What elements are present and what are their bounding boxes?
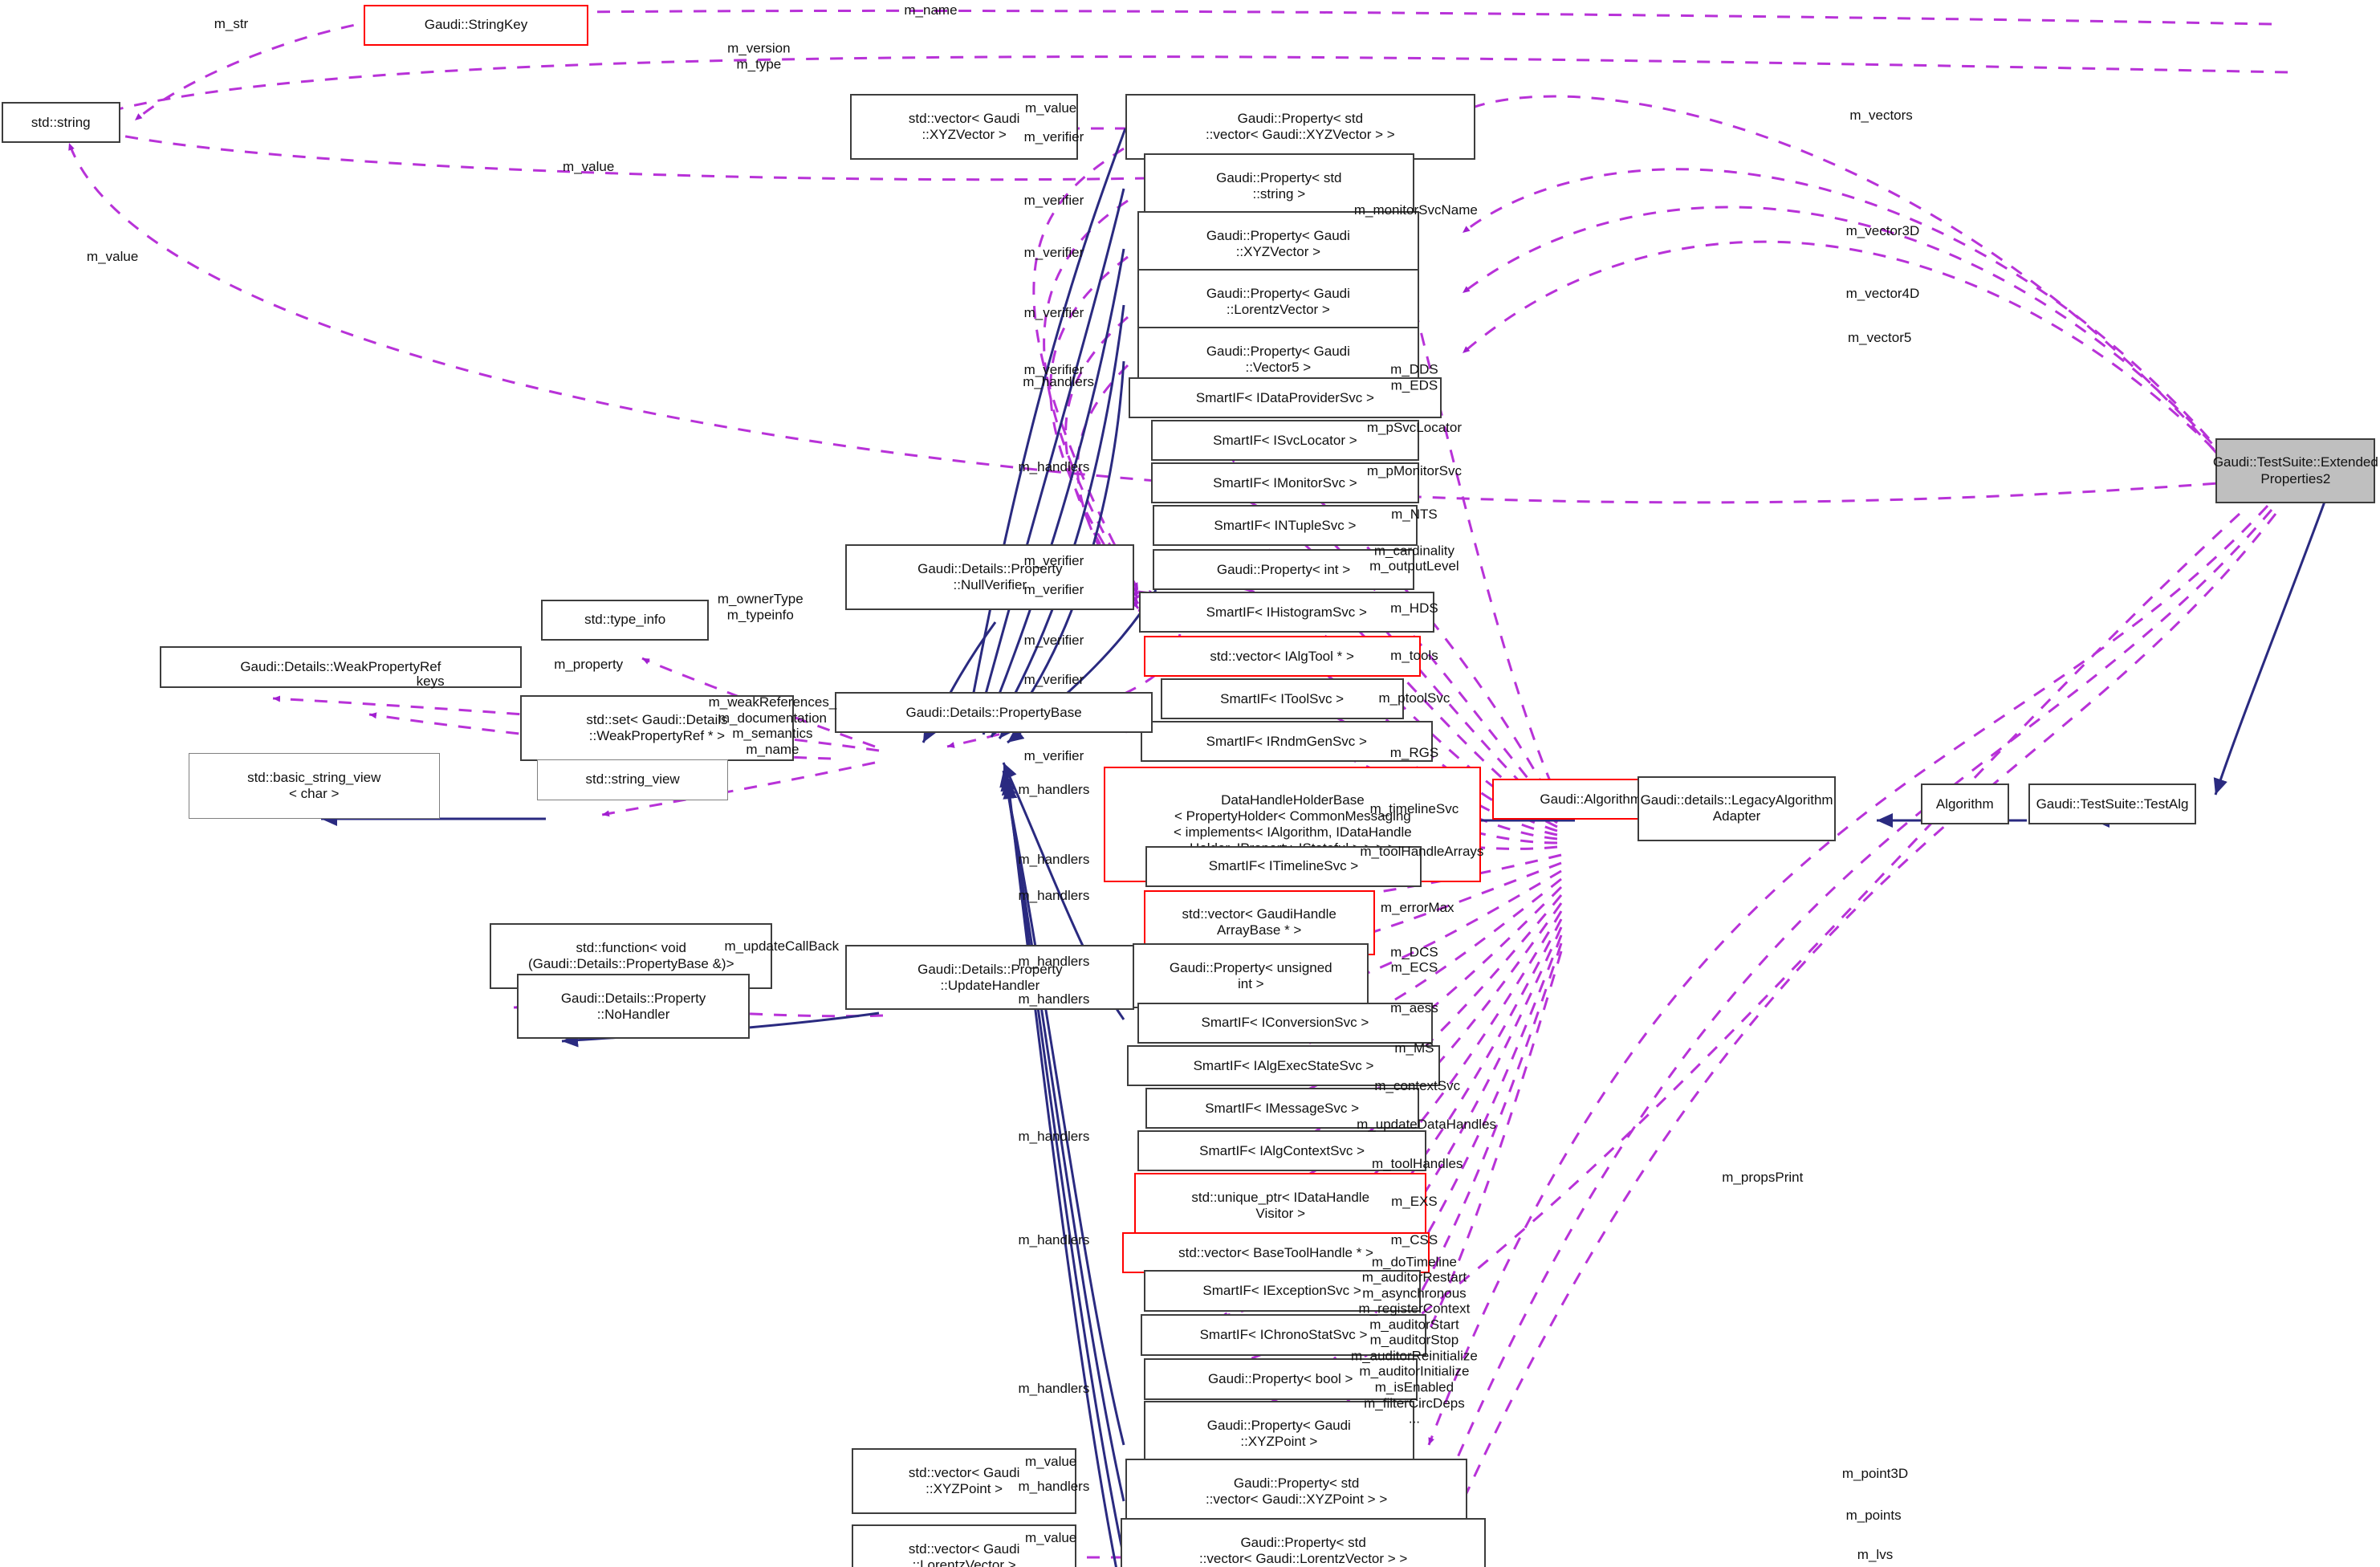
class-node-string_view[interactable]: std::string_view: [536, 759, 729, 800]
edge-label-m_handlers_5: m_handlers: [1018, 953, 1090, 969]
edge-label-m_verifier_9: m_verifier: [1023, 748, 1084, 764]
class-node-prop_lorentz[interactable]: Gaudi::Property< Gaudi ::LorentzVector >: [1137, 269, 1419, 335]
class-node-typeinfo[interactable]: std::type_info: [541, 599, 709, 641]
edge-label-m_dotimeline: m_doTimeline m_auditorRestart m_asynchro…: [1351, 1254, 1478, 1427]
edge-label-m_updatecb: m_updateCallBack: [724, 938, 840, 954]
class-node-algorithm[interactable]: Algorithm: [1920, 784, 2009, 825]
edge-label-m_weakrefs: m_weakReferences_ m_documentation m_sema…: [708, 694, 837, 757]
edge-label-m_monitorname: m_monitorSvcName: [1353, 201, 1478, 218]
class-node-prop_vec_lorentz[interactable]: Gaudi::Property< std ::vector< Gaudi::Lo…: [1121, 1518, 1486, 1567]
edge-label-m_pmonitor: m_pMonitorSvc: [1366, 463, 1462, 479]
edge-label-m_value_lv: m_value: [1025, 1530, 1077, 1546]
edge-label-m_handlers_0: m_handlers: [1023, 373, 1095, 389]
class-node-prop_xyzvector[interactable]: Gaudi::Property< Gaudi ::XYZVector >: [1137, 211, 1419, 277]
edge-label-m_ms: m_MS: [1394, 1040, 1434, 1056]
edge-label-m_vector4d: m_vector4D: [1845, 285, 1920, 301]
edge-label-m_handlers_pt: m_handlers: [1018, 1478, 1090, 1494]
edge-label-m_verifier_8: m_verifier: [1023, 672, 1084, 688]
edge-label-m_psvcloc: m_pSvcLocator: [1366, 419, 1462, 435]
edge-label-m_verifier_2: m_verifier: [1023, 244, 1084, 260]
edge-label-m_value_1: m_value: [563, 159, 615, 175]
edge-label-m_hds: m_HDS: [1390, 600, 1438, 617]
edge-label-m_str: m_str: [214, 16, 249, 32]
edge-label-m_handlers_7: m_handlers: [1018, 1128, 1090, 1144]
class-node-nullverifier[interactable]: Gaudi::Details::Property ::NullVerifier: [845, 544, 1135, 610]
edge-label-m_version: m_version m_type: [727, 40, 791, 72]
edge-label-m_value_3: m_value: [1025, 100, 1077, 116]
class-node-stringkey[interactable]: Gaudi::StringKey: [363, 4, 589, 46]
class-node-extprops2[interactable]: Gaudi::TestSuite::Extended Properties2: [2213, 438, 2378, 504]
edge-label-m_updatedata: m_updateDataHandles: [1357, 1116, 1497, 1132]
edge-label-m_verifier_6: m_verifier: [1023, 582, 1084, 598]
edge-label-m_timelinesvc: m_timelineSvc: [1369, 801, 1459, 817]
class-node-basic_string_view[interactable]: std::basic_string_view < char >: [188, 753, 440, 819]
edge-label-m_lvs: m_lvs: [1857, 1547, 1894, 1563]
edge-label-m_tools: m_tools: [1390, 648, 1438, 664]
edge-label-m_aess: m_aess: [1390, 1000, 1438, 1016]
edge-label-m_verifier_5: m_verifier: [1023, 553, 1084, 569]
edge-label-m_value_2: m_value: [87, 249, 139, 265]
edge-label-m_cardinality: m_cardinality m_outputLevel: [1369, 542, 1459, 574]
edge-label-m_vector3d: m_vector3D: [1845, 223, 1920, 239]
class-node-propertybase[interactable]: Gaudi::Details::PropertyBase: [835, 692, 1153, 734]
edge-label-m_errormax: m_errorMax: [1380, 900, 1454, 916]
edge-label-m_contextsvc: m_contextSvc: [1374, 1078, 1461, 1094]
edge-label-m_handlers_9: m_handlers: [1018, 1381, 1090, 1397]
edge-label-m_handlers_2: m_handlers: [1018, 781, 1090, 797]
edge-label-m_verifier_1: m_verifier: [1023, 193, 1084, 209]
class-node-testalg[interactable]: Gaudi::TestSuite::TestAlg: [2028, 784, 2196, 825]
edge-label-m_handlers_4: m_handlers: [1018, 888, 1090, 904]
edge-label-m_handlers_1: m_handlers: [1018, 459, 1090, 475]
class-node-legacyadapter[interactable]: Gaudi::details::LegacyAlgorithm Adapter: [1638, 775, 1836, 841]
class-node-weakpropref[interactable]: Gaudi::Details::WeakPropertyRef: [159, 646, 522, 688]
edge-label-m_toolhandlearrays: m_toolHandleArrays: [1360, 844, 1484, 860]
edge-label-m_exs: m_EXS: [1391, 1194, 1438, 1210]
class-node-updatehandler[interactable]: Gaudi::Details::Property ::UpdateHandler: [845, 944, 1135, 1011]
edge-label-m_vectors: m_vectors: [1849, 108, 1913, 124]
edge-label-m_css: m_CSS: [1390, 1231, 1438, 1247]
class-node-sif_intuple[interactable]: SmartIF< INTupleSvc >: [1153, 505, 1418, 547]
edge-label-m_name_top: m_name: [904, 2, 958, 18]
class-node-prop_vec_xyzpt[interactable]: Gaudi::Property< std ::vector< Gaudi::XY…: [1125, 1459, 1468, 1524]
edge-label-m_point3d: m_point3D: [1841, 1466, 1909, 1482]
edge-label-m_dds: m_DDS m_EDS: [1390, 361, 1438, 393]
class-node-vec_ialgtool[interactable]: std::vector< IAlgTool * >: [1143, 636, 1421, 678]
edge-label-m_handlers_8: m_handlers: [1018, 1231, 1090, 1247]
edge-label-m_dcs: m_DCS m_ECS: [1390, 944, 1438, 975]
edge-label-m_rgs: m_RGS: [1389, 745, 1439, 761]
class-node-prop_vec_xyzvec[interactable]: Gaudi::Property< std ::vector< Gaudi::XY…: [1125, 94, 1475, 160]
class-node-stdstring[interactable]: std::string: [1, 101, 120, 144]
edge-label-m_ptoolsvc: m_ptoolSvc: [1378, 690, 1450, 706]
edge-label-m_verifier_0: m_verifier: [1023, 128, 1084, 144]
class-node-prop_uint[interactable]: Gaudi::Property< unsigned int >: [1133, 942, 1369, 1009]
edge-label-m_verifier_7: m_verifier: [1023, 633, 1084, 649]
class-node-sif_iconv[interactable]: SmartIF< IConversionSvc >: [1137, 1002, 1433, 1044]
class-node-uptr_visitor[interactable]: std::unique_ptr< IDataHandle Visitor >: [1134, 1173, 1427, 1239]
class-node-sif_itool[interactable]: SmartIF< IToolSvc >: [1160, 678, 1404, 720]
edge-label-m_points: m_points: [1845, 1507, 1902, 1523]
edge-label-m_vector5: m_vector5: [1847, 329, 1912, 345]
edge-label-m_handlers_3: m_handlers: [1018, 851, 1090, 867]
edge-label-m_value_pt: m_value: [1025, 1454, 1077, 1470]
class-node-nohandler[interactable]: Gaudi::Details::Property ::NoHandler: [517, 973, 750, 1040]
edge-label-keys: keys: [416, 674, 445, 690]
edge-label-m_handlers_6: m_handlers: [1018, 991, 1090, 1007]
class-node-sif_irndm[interactable]: SmartIF< IRndmGenSvc >: [1140, 721, 1433, 763]
edge-label-m_nts: m_NTS: [1391, 506, 1438, 522]
edge-label-m_toolhandles: m_toolHandles: [1372, 1156, 1463, 1172]
edge-label-m_propsprint: m_propsPrint: [1722, 1170, 1804, 1186]
edge-label-m_verifier_3: m_verifier: [1023, 305, 1084, 321]
edge-label-m_ownertype: m_ownerType m_typeinfo: [717, 591, 804, 623]
edge-label-m_property: m_property: [554, 657, 624, 673]
